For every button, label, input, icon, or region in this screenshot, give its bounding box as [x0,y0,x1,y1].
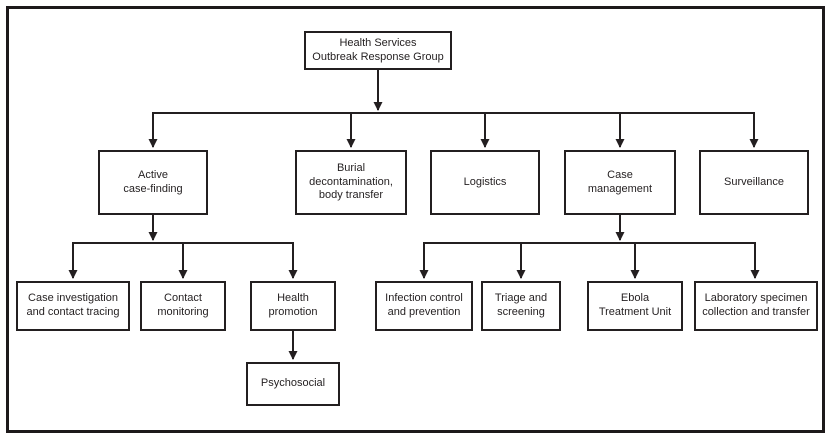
node-ebola-treatment-unit: Ebola Treatment Unit [587,281,683,331]
node-triage-and-screening: Triage and screening [481,281,561,331]
node-logistics: Logistics [430,150,540,215]
node-case-investigation-and-contact-tracing: Case investigation and contact tracing [16,281,130,331]
figure-border [6,6,825,433]
node-health-services-outbreak-response-group: Health Services Outbreak Response Group [304,31,452,70]
node-contact-monitoring: Contact monitoring [140,281,226,331]
node-surveillance: Surveillance [699,150,809,215]
node-infection-control-and-prevention: Infection control and prevention [375,281,473,331]
node-psychosocial: Psychosocial [246,362,340,406]
node-laboratory-specimen-collection-and-transfer: Laboratory specimen collection and trans… [694,281,818,331]
node-health-promotion: Health promotion [250,281,336,331]
node-burial-decontamination-body-transfer: Burial decontamination, body transfer [295,150,407,215]
node-case-management: Case management [564,150,676,215]
node-active-case-finding: Active case-finding [98,150,208,215]
